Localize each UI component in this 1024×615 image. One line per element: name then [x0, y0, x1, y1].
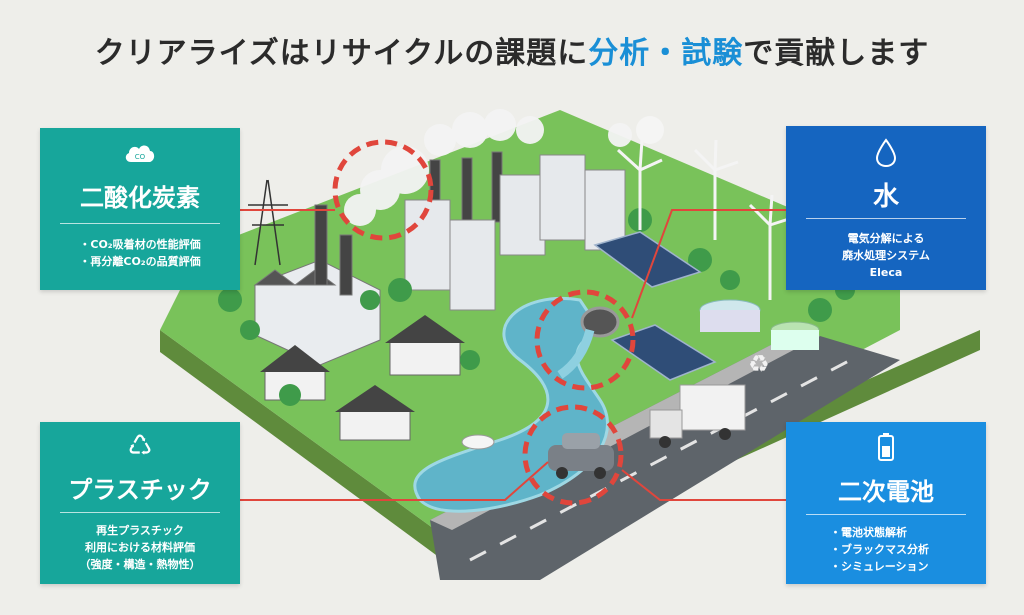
connector-lines	[240, 209, 786, 501]
factory	[253, 151, 503, 366]
battery-icon	[877, 432, 895, 466]
truck	[649, 384, 746, 448]
plastic-item: 再生プラスチック	[96, 524, 184, 537]
plastic-title: プラスチック	[68, 476, 212, 504]
recycle-icon: ♺	[127, 429, 153, 462]
water-item: Eleca	[869, 266, 903, 279]
cloud-co2-icon: CO	[122, 140, 158, 170]
headline-highlight-testing: 試験	[681, 36, 744, 71]
houses	[260, 315, 465, 441]
apartment-buildings	[404, 154, 626, 311]
transmission-tower	[248, 179, 288, 266]
boat	[461, 434, 495, 450]
cloud-co2-label: CO	[135, 153, 146, 161]
highlight-circle-battery	[522, 404, 624, 506]
plastic-item: （強度・構造・熱物性）	[79, 558, 201, 571]
battery-title: 二次電池	[838, 478, 934, 506]
co2-item: ・CO₂吸着材の性能評価	[79, 238, 201, 251]
smoke-clouds	[344, 109, 664, 226]
battery-divider	[806, 514, 966, 515]
highlight-circle-co2	[332, 139, 434, 241]
connector-water	[631, 209, 786, 319]
road-lane-line	[469, 353, 861, 562]
water-item: 廃水処理システム	[842, 249, 930, 262]
connector-battery	[621, 469, 786, 501]
battery-item: ・ブラックマス分析	[830, 543, 929, 556]
water-drop-icon	[874, 138, 898, 172]
pipe-outflow	[557, 306, 620, 379]
water-divider	[806, 218, 966, 219]
battery-item: ・電池状態解析	[830, 526, 907, 539]
battery-card: 二次電池 ・電池状態解析 ・ブラックマス分析 ・シミュレーション	[786, 422, 986, 584]
co2-title: 二酸化炭素	[80, 184, 200, 212]
car	[548, 433, 614, 479]
battery-items: ・電池状態解析 ・ブラックマス分析 ・シミュレーション	[786, 524, 986, 575]
water-items: 電気分解による 廃水処理システム Eleca	[786, 230, 986, 281]
highlight-circle-water	[534, 289, 636, 391]
connector-plastic	[240, 461, 549, 501]
trees	[218, 208, 855, 406]
road	[430, 330, 900, 580]
recycle-mark: ♻	[748, 350, 770, 378]
co2-card: CO 二酸化炭素 ・CO₂吸着材の性能評価 ・再分離CO₂の品質評価	[40, 128, 240, 290]
headline: クリアライズはリサイクルの課題に分析・試験で貢献します	[0, 28, 1024, 72]
co2-divider	[60, 223, 220, 224]
headline-separator: ・	[650, 36, 682, 71]
water-item: 電気分解による	[847, 232, 925, 245]
solar-panels	[593, 231, 717, 381]
plastic-item: 利用における材料評価	[85, 541, 195, 554]
plastic-divider	[60, 512, 220, 513]
water-card: 水 電気分解による 廃水処理システム Eleca	[786, 126, 986, 290]
plastic-card: ♺ プラスチック 再生プラスチック 利用における材料評価 （強度・構造・熱物性）	[40, 422, 240, 584]
plastic-items: 再生プラスチック 利用における材料評価 （強度・構造・熱物性）	[40, 522, 240, 573]
highlight-circles	[332, 139, 636, 506]
headline-part2: で貢献します	[743, 36, 930, 71]
co2-items: ・CO₂吸着材の性能評価 ・再分離CO₂の品質評価	[40, 236, 240, 270]
water-tanks	[699, 299, 820, 350]
headline-highlight-analysis: 分析	[588, 36, 651, 71]
headline-part1: クリアライズはリサイクルの課題に	[94, 36, 589, 71]
co2-item: ・再分離CO₂の品質評価	[79, 255, 201, 268]
water-title: 水	[872, 182, 899, 212]
battery-item: ・シミュレーション	[830, 560, 929, 573]
